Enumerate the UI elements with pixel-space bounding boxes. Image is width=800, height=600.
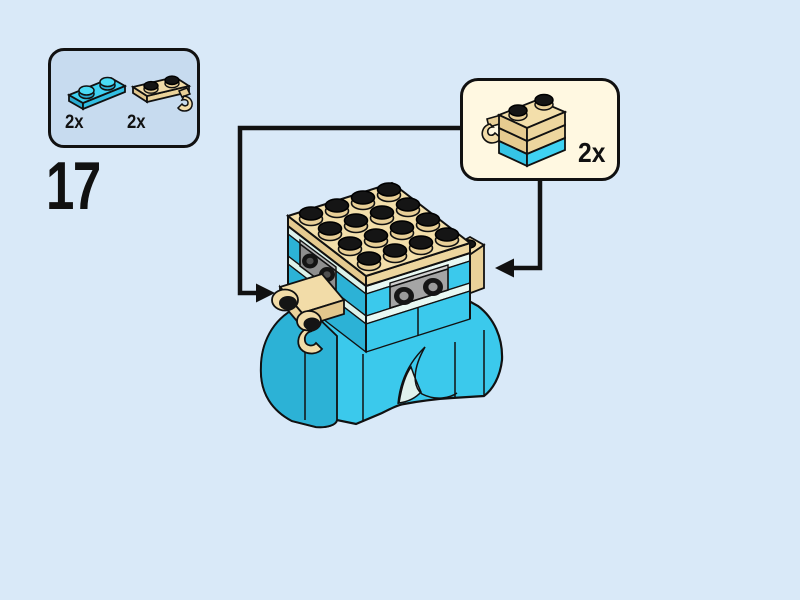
submodel-callout-box: 2x	[460, 78, 620, 181]
left-clip-plate	[271, 272, 346, 355]
part-count-azure: 2x	[65, 112, 84, 133]
part-count-clip: 2x	[127, 112, 146, 133]
left-arrow	[237, 125, 462, 303]
top-plate	[285, 181, 473, 289]
eye-plate-front	[389, 264, 449, 310]
right-arrow	[495, 178, 543, 278]
plate-1x2-clip-tan-icon	[130, 75, 193, 112]
body	[259, 294, 504, 429]
plate-1x2-azure-icon	[66, 76, 128, 111]
head	[287, 224, 471, 354]
step-number: 17	[46, 148, 101, 224]
parts-callout-box: 2x 2x	[48, 48, 200, 148]
clip-plate-on-azure-plate-icon	[481, 93, 568, 168]
submodel-count: 2x	[578, 137, 606, 168]
